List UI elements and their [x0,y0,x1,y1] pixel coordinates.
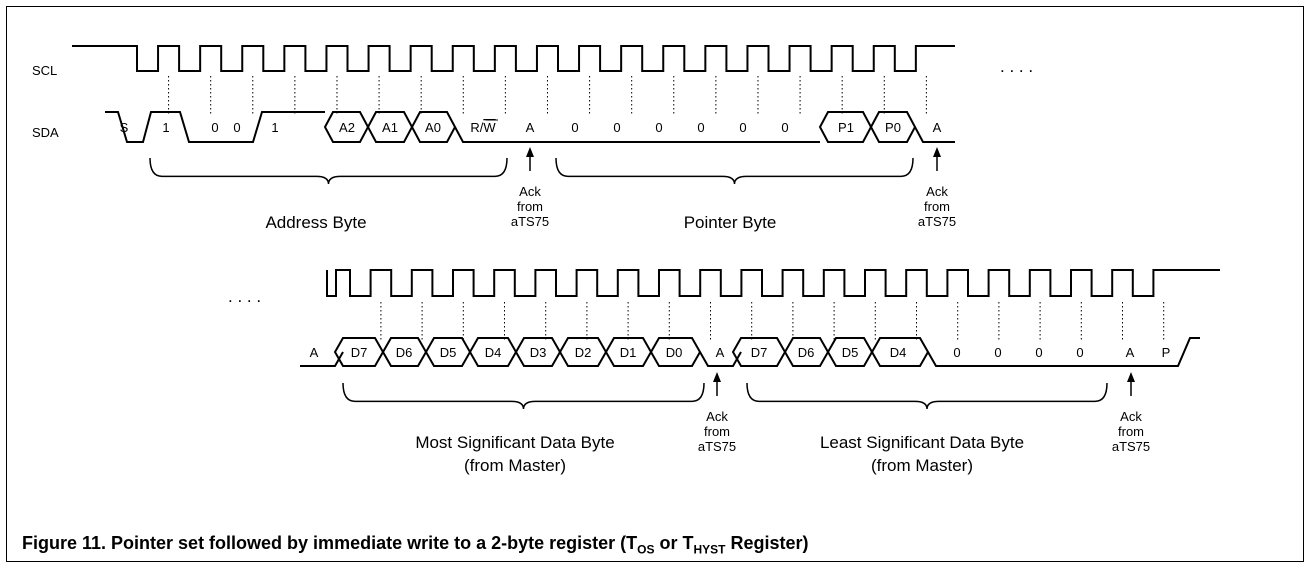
ellipsis-bottom: . . . . [228,287,261,306]
bit-label: 0 [994,345,1001,360]
ack-label: aTS75 [698,439,736,454]
ack-label: Ack [519,184,541,199]
scl-waveform-bottom [326,269,1220,297]
bit-label: D7 [351,345,368,360]
ack-arrowhead [713,372,721,382]
bit-label: 0 [613,120,620,135]
caption-sub-os: OS [637,542,655,557]
sda-bits-bottom: A D7 D6 D5 D4 D3 D2 D1 D0 A D7 D6 D5 D4 0 0 0 0 A P [310,345,1171,360]
bit-label: D2 [575,345,592,360]
ack-label: from [924,199,950,214]
bit-label: 1 [162,120,169,135]
bit-label: 0 [571,120,578,135]
bit-label: D4 [890,345,907,360]
sda-line-top [105,111,325,143]
sda-waveform-bottom [300,337,1200,367]
address-byte-label: Address Byte [265,213,366,232]
caption-sub-hyst: HYST [693,542,726,557]
bit-label: R/W [470,120,496,135]
byte-brace [555,157,914,185]
byte-brace [342,382,705,410]
ack-arrowhead [1127,372,1135,382]
sda-line-top-2 [454,126,820,143]
clock-guides-top [168,76,927,116]
bit-label: A [1126,345,1135,360]
lsb-byte-label: Least Significant Data Byte [820,433,1024,452]
bit-label: D0 [666,345,683,360]
bit-label: 0 [781,120,788,135]
ellipsis-top: . . . . [1000,57,1033,76]
sda-line-top-3 [914,126,955,143]
byte-braces [149,157,1108,410]
bit-label: 0 [1076,345,1083,360]
bit-label: S [120,120,129,135]
bit-label: A0 [425,120,441,135]
bit-label: A1 [382,120,398,135]
ack-label: from [1118,424,1144,439]
bit-label: A [933,120,942,135]
bit-label: 0 [655,120,662,135]
bit-label: P0 [885,120,901,135]
sda-waveform-top [105,111,955,143]
bit-label: A [526,120,535,135]
scl-label: SCL [32,63,57,78]
lsb-byte-sublabel: (from Master) [871,456,973,475]
bit-label: D6 [396,345,413,360]
msb-byte-sublabel: (from Master) [464,456,566,475]
bit-label: 0 [211,120,218,135]
bit-label: P1 [838,120,854,135]
bit-label: 0 [697,120,704,135]
msb-byte-label: Most Significant Data Byte [415,433,614,452]
sda-line-bottom [300,351,344,367]
bit-label: D6 [798,345,815,360]
caption-prefix: Figure 11. Pointer set followed by immed… [22,533,638,553]
bit-label: D1 [620,345,637,360]
byte-brace [746,382,1108,410]
bit-label: 1 [271,120,278,135]
scl-waveform-top [72,45,955,72]
ack-label: from [704,424,730,439]
bit-label: D5 [440,345,457,360]
clock-guides-bottom [380,302,1165,342]
ack-label: from [517,199,543,214]
ack-markers: AckfromaTS75AckfromaTS75AckfromaTS75Ackf… [511,147,1150,454]
sda-line-bottom-3 [927,337,1200,367]
sda-label: SDA [32,125,59,140]
bit-label: D3 [530,345,547,360]
bit-label: A [716,345,725,360]
figure-caption: Figure 11. Pointer set followed by immed… [22,533,809,557]
bit-label: D5 [842,345,859,360]
ack-label: Ack [1120,409,1142,424]
bit-label: A2 [339,120,355,135]
bit-label: 0 [739,120,746,135]
bit-label: D4 [485,345,502,360]
bit-label: D7 [751,345,768,360]
ack-label: aTS75 [511,214,549,229]
byte-brace [149,157,508,185]
bit-label: 0 [233,120,240,135]
ack-label: aTS75 [918,214,956,229]
ack-arrowhead [526,147,534,157]
bit-label: 0 [1035,345,1042,360]
ack-arrowhead [933,147,941,157]
bit-label: 0 [953,345,960,360]
caption-suffix: Register) [725,533,809,553]
bit-label: P [1162,345,1171,360]
ack-label: Ack [926,184,948,199]
ack-label: Ack [706,409,728,424]
caption-mid: or T [654,533,694,553]
figure-frame [6,6,1304,562]
ack-label: aTS75 [1112,439,1150,454]
pointer-byte-label: Pointer Byte [684,213,777,232]
bit-label: A [310,345,319,360]
